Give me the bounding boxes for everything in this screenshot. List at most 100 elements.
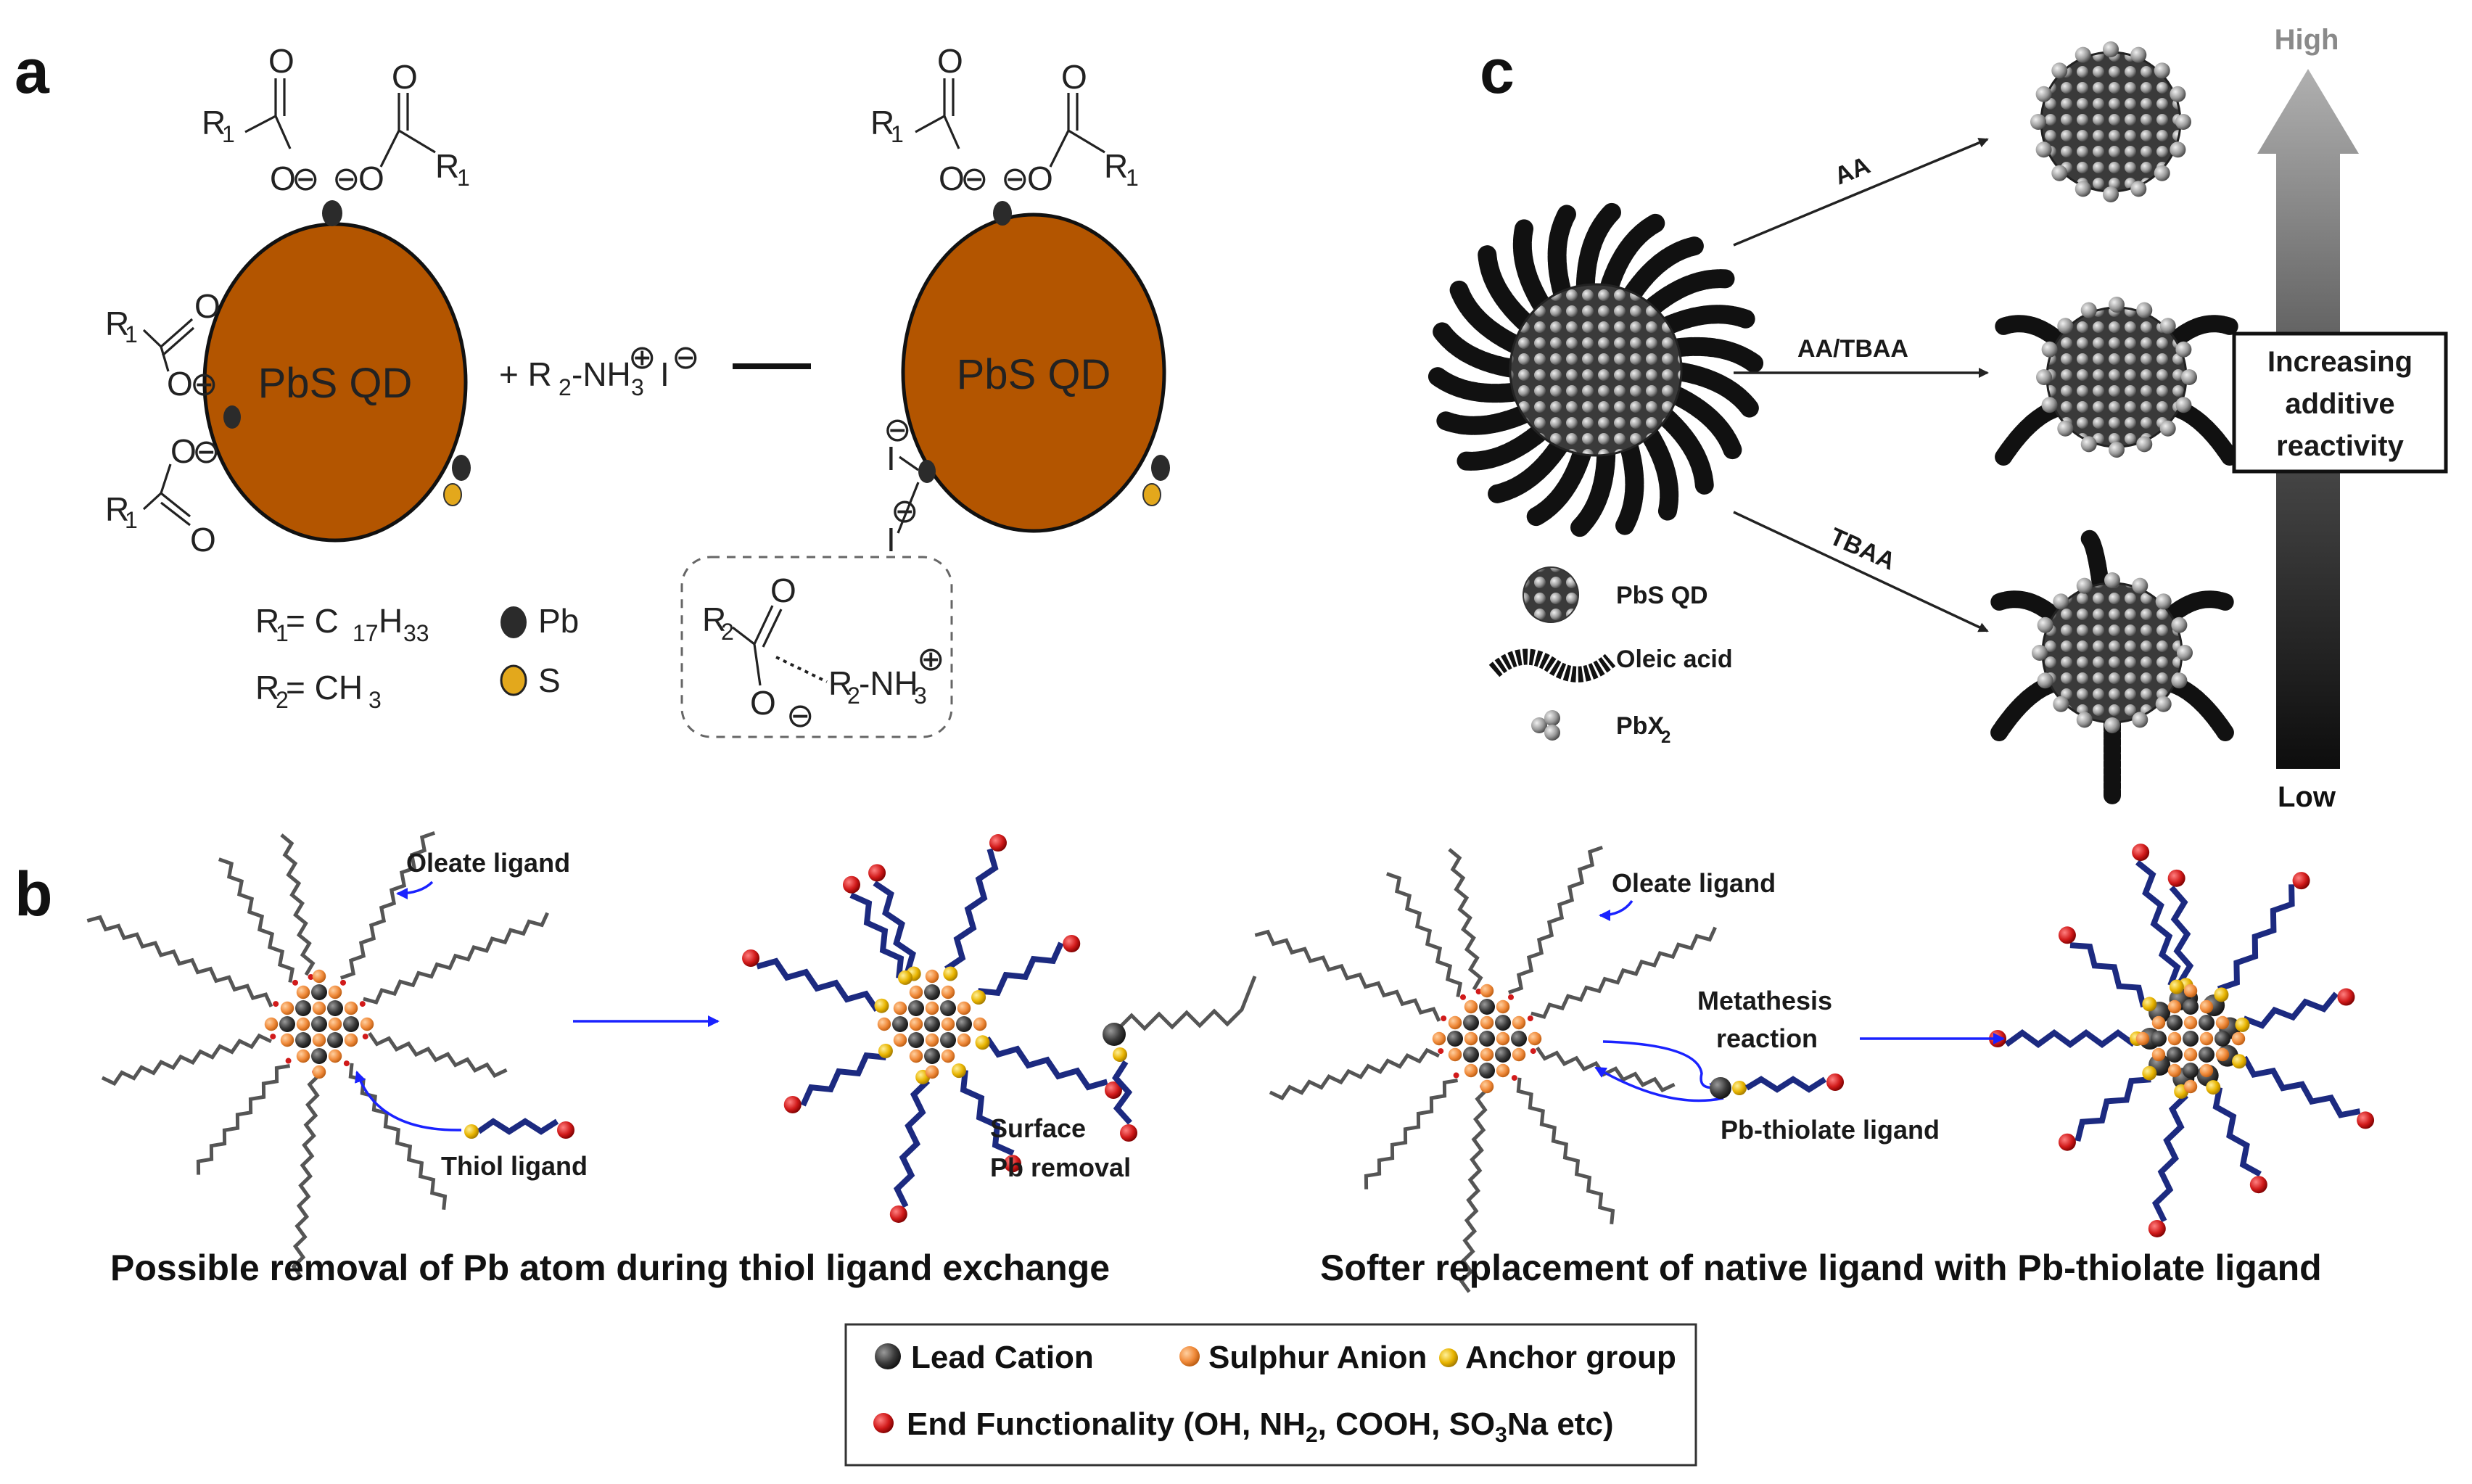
sulphur-atom	[941, 985, 955, 999]
svg-text:Pb: Pb	[538, 602, 579, 640]
sulphur-atom	[2151, 1015, 2166, 1030]
lead-atom	[343, 1016, 359, 1032]
thiol-chain	[756, 957, 880, 1013]
sulphur-atom	[909, 1049, 923, 1063]
lead-atom	[2183, 999, 2199, 1015]
pbx2-molecule	[2035, 86, 2052, 102]
end-group	[989, 834, 1007, 852]
pb-atom	[918, 460, 936, 483]
end-legend-marker	[873, 1413, 894, 1433]
sulphur-atom	[1464, 1031, 1478, 1046]
end-group	[2292, 872, 2310, 890]
pbx2-molecule	[2037, 617, 2053, 633]
sulphur-atom	[893, 1001, 907, 1015]
lead-atom	[940, 1000, 956, 1016]
pbx2-molecule	[2041, 397, 2058, 413]
pbx2-molecule	[2053, 696, 2069, 712]
thiol-chain	[2004, 1029, 2136, 1048]
thiol-chain	[1744, 1076, 1827, 1093]
oleate-chain	[1364, 1079, 1459, 1190]
thiol-chain	[984, 1036, 1108, 1091]
carboxyl-marker	[273, 1001, 279, 1007]
pbx2-molecule	[2177, 645, 2193, 661]
lead-atom	[1511, 1031, 1527, 1047]
oleate-label-1: Oleate ligand	[406, 848, 570, 878]
oleate-chain	[368, 1031, 508, 1079]
end-group	[557, 1121, 574, 1139]
pb-atom	[452, 455, 471, 481]
sulphur-atom	[2151, 1047, 2166, 1062]
atom-legend-a: Pb S	[500, 602, 579, 699]
sulphur-atom	[1464, 1063, 1478, 1078]
panel-b: b Oleate ligand Thiol ligand Surface Pb …	[15, 830, 2375, 1467]
anchor-atom	[878, 1044, 893, 1058]
pbx2-molecule	[2051, 165, 2068, 181]
svg-text:⊖: ⊖	[190, 365, 218, 403]
pbx2-molecule	[2132, 712, 2148, 728]
svg-text:⊖: ⊖	[883, 411, 912, 448]
lead-atom	[924, 1048, 940, 1064]
lead-atom	[908, 1032, 924, 1048]
anchor-atom	[2206, 1080, 2221, 1095]
end-group	[2167, 869, 2185, 887]
arrow-aa	[1733, 138, 1989, 247]
pbx2-molecule	[2080, 436, 2097, 453]
lead-atom	[1710, 1077, 1731, 1099]
svg-text:O: O	[167, 365, 193, 403]
sulphur-atom	[1480, 1079, 1494, 1094]
end-group	[1004, 1155, 1021, 1173]
lead-atom	[1103, 1023, 1126, 1046]
pbx2-molecule	[2075, 181, 2091, 197]
pbx2-molecule	[2159, 420, 2176, 437]
oleate-chain	[348, 1063, 448, 1210]
svg-text:I: I	[886, 440, 896, 477]
pbx2-molecule	[2104, 572, 2120, 588]
lead-atom	[892, 1016, 908, 1032]
svg-text:⊕: ⊕	[917, 640, 945, 677]
pb-atom	[223, 405, 241, 429]
scale-high: High	[2275, 24, 2339, 56]
svg-text:PbS QD: PbS QD	[1616, 582, 1708, 609]
pb-legend-marker	[500, 606, 527, 638]
pbx2-molecule	[2104, 717, 2120, 733]
pbx2-molecule	[2155, 593, 2172, 610]
lead-atom	[940, 1032, 956, 1048]
pbx2-molecule	[2154, 165, 2170, 181]
svg-text:3: 3	[368, 687, 382, 713]
oleate-ligand: O ⊖ R 1 O	[105, 432, 221, 558]
svg-text:R: R	[202, 104, 226, 141]
pbx2-molecule	[2170, 141, 2186, 158]
end-group	[1120, 1124, 1137, 1142]
oleate-label-2: Oleate ligand	[1612, 868, 1776, 898]
lead-atom	[1479, 999, 1495, 1015]
surface-label-1: Surface	[990, 1113, 1086, 1143]
lead-atom	[908, 1000, 924, 1016]
s-legend-marker	[500, 664, 527, 696]
sulphur-atom	[2183, 1015, 2198, 1030]
sulphur-atom	[2215, 1015, 2230, 1030]
oleate-chain	[1536, 1046, 1676, 1093]
sulphur-atom	[2183, 984, 2198, 998]
pbx2-molecule	[2075, 46, 2091, 63]
oleate-chain	[86, 915, 273, 1007]
oleate-chain	[1254, 929, 1441, 1022]
sulphur-atom	[344, 1033, 358, 1047]
end-group	[783, 1096, 802, 1113]
anchor-atom	[898, 970, 912, 985]
sulphur-legend-marker	[1179, 1346, 1200, 1366]
sulphur-atom	[957, 1033, 971, 1047]
svg-text:1: 1	[125, 321, 138, 347]
thiol-chain	[944, 848, 999, 972]
lead-atom	[956, 1016, 972, 1032]
sulphur-atom	[264, 1017, 279, 1031]
carboxyl-marker	[1438, 1048, 1444, 1055]
carboxyl-marker	[292, 979, 298, 986]
oleate-chain	[218, 857, 295, 983]
thiol-chain	[2135, 860, 2181, 987]
svg-text:3: 3	[631, 374, 644, 400]
svg-text:1: 1	[125, 507, 138, 533]
svg-text:I: I	[886, 521, 896, 558]
sulphur-atom	[1464, 999, 1478, 1014]
pbx2-molecule	[2175, 341, 2192, 358]
thiol-chain	[2075, 1076, 2151, 1142]
